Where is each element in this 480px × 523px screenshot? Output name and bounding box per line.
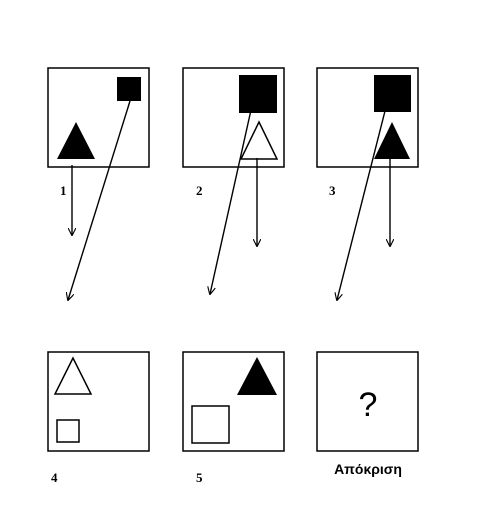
panel-1-black-square — [117, 77, 141, 101]
answer-panel: ? Απόκριση — [316, 351, 419, 477]
panel-1-black-triangle — [57, 122, 95, 159]
panel-4: 4 — [47, 351, 150, 485]
panel-5: 5 — [182, 351, 285, 485]
panel-5-black-triangle — [237, 357, 277, 395]
answer-panel-frame — [316, 351, 419, 452]
panel-3-black-triangle — [374, 122, 410, 159]
panel-4-white-square — [56, 419, 80, 443]
panel-2: 2 — [182, 67, 285, 198]
panel-3: 3 — [316, 67, 419, 198]
panel-1-label: 1 — [60, 183, 67, 198]
panel-3-label: 3 — [329, 183, 336, 198]
panel-5-white-square — [191, 405, 230, 444]
arrow-1-diagonal — [68, 100, 131, 300]
panel-4-white-triangle — [53, 356, 93, 395]
panel-3-black-square — [374, 75, 411, 112]
panel-1: 1 — [47, 67, 150, 198]
panel-5-label: 5 — [196, 470, 203, 485]
question-mark: ? — [359, 386, 378, 424]
panel-2-label: 2 — [196, 183, 203, 198]
answer-label: Απόκριση — [334, 461, 402, 477]
panel-4-label: 4 — [51, 470, 58, 485]
panel-2-white-triangle — [239, 120, 279, 160]
arrows — [68, 100, 390, 300]
arrow-3-diagonal — [337, 110, 386, 300]
arrow-2-diagonal — [210, 109, 252, 294]
panel-2-black-square — [239, 75, 277, 113]
